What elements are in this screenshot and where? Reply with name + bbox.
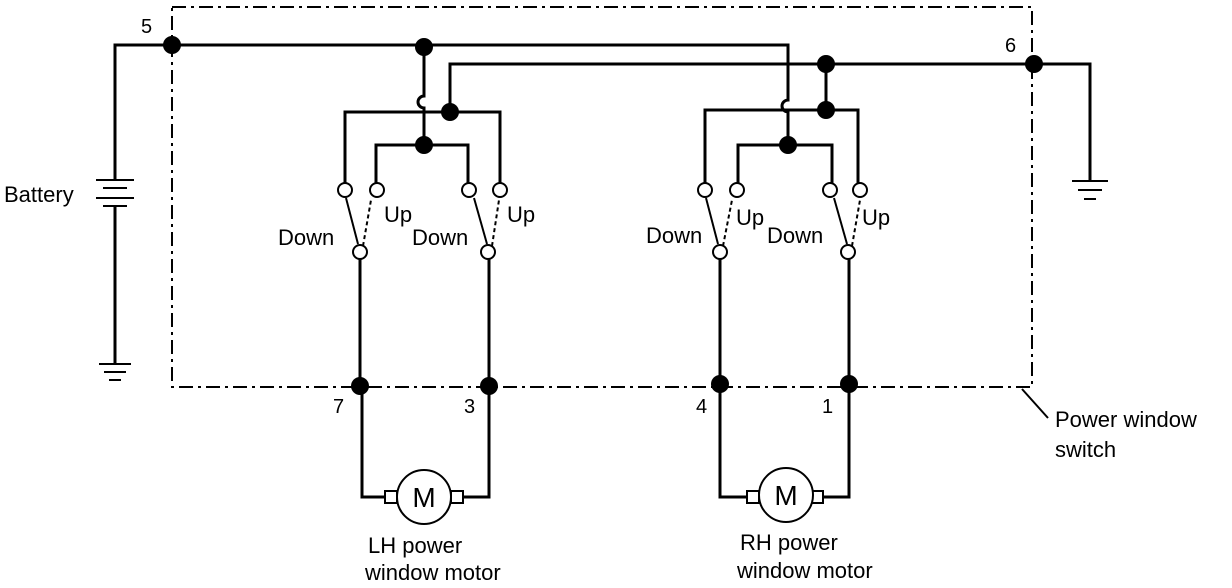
rh-left-up-label: Up (736, 205, 764, 230)
lh-right-down-label: Down (412, 225, 468, 250)
battery-ground-icon (99, 363, 131, 381)
lh-switch-section (337, 43, 508, 386)
battery (96, 43, 174, 364)
rh-motor-symbol: M (774, 480, 797, 511)
terminal-6-label: 6 (1005, 35, 1016, 57)
switch-leader-line (1021, 388, 1049, 419)
rh-motor-label-line2: window motor (736, 558, 873, 583)
lh-right-up-label: Up (507, 202, 535, 227)
lh-motor (360, 382, 491, 525)
terminal-4-label: 4 (696, 396, 707, 418)
lh-motor-symbol: M (412, 482, 435, 513)
lh-motor-label-line2: window motor (364, 560, 501, 585)
battery-label: Battery (4, 182, 74, 207)
battery-positive-bus (170, 43, 790, 102)
rh-motor (718, 382, 851, 523)
rh-right-down-label: Down (767, 223, 823, 248)
power-window-switch-label-line1: Power window (1055, 407, 1197, 432)
rh-left-down-label: Down (646, 223, 702, 248)
ground-bus (448, 62, 1092, 182)
ground-icon (1072, 180, 1108, 200)
terminal-7-label: 7 (333, 396, 344, 418)
power-window-switch-label-line2: switch (1055, 437, 1116, 462)
rh-motor-label-line1: RH power (740, 530, 838, 555)
rh-right-up-label: Up (862, 205, 890, 230)
lh-left-down-label: Down (278, 225, 334, 250)
terminal-1-label: 1 (822, 396, 833, 418)
lh-left-up-label: Up (384, 202, 412, 227)
terminal-5-label: 5 (141, 16, 152, 38)
terminal-3-label: 3 (464, 396, 475, 418)
junction-dots (163, 36, 1043, 395)
lh-motor-label-line1: LH power (368, 533, 462, 558)
switch-boundary (171, 6, 1033, 388)
rh-switch-section (697, 98, 868, 386)
